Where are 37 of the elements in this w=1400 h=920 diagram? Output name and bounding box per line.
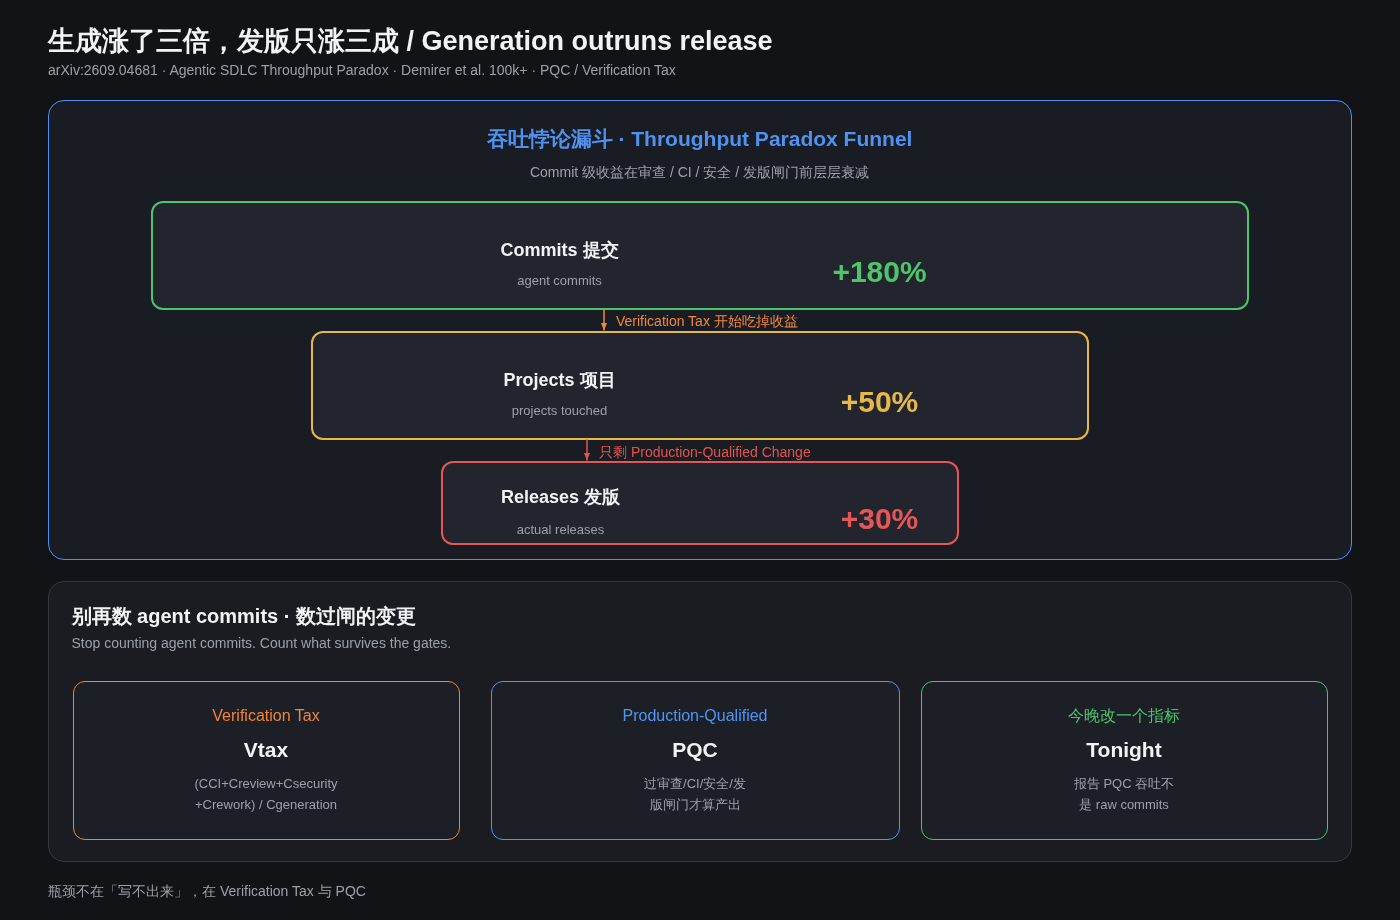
- footer-note: 瓶颈不在「写不出来」，在 Verification Tax 与 PQC: [48, 882, 366, 900]
- card-label: 今晚改一个指标: [1068, 706, 1180, 726]
- subtitle: arXiv:2609.04681 · Agentic SDLC Throughput Paradox · Demirer et al. 100k+ · PQC / Verification Tax: [48, 61, 676, 79]
- stage-subtitle: actual releases: [516, 521, 605, 538]
- panel-heading: 吞吐悖论漏斗 · Throughput Paradox Funnel: [486, 126, 913, 152]
- funnel-panel: [48, 100, 1352, 560]
- card-label: Verification Tax: [212, 706, 320, 726]
- card-title: PQC: [672, 737, 718, 763]
- stage-box: [440, 460, 959, 545]
- stage-subtitle: agent commits: [517, 272, 602, 289]
- panel-subheading: Stop counting agent commits. Count what survives the gates.: [71, 633, 452, 652]
- edge-label: Verification Tax 开始吃掉收益: [616, 312, 798, 330]
- metric-card: [920, 680, 1328, 840]
- card-body: 报告 PQC 吞吐不是 raw commits: [1072, 775, 1176, 814]
- stage-box: [310, 330, 1089, 440]
- card-title: Tonight: [1086, 737, 1162, 763]
- stage-title: Projects 项目: [503, 369, 616, 392]
- metric-card: [72, 680, 460, 840]
- card-label: Production-Qualified: [622, 706, 768, 726]
- metric-card: [490, 680, 900, 840]
- stage-subtitle: projects touched: [511, 402, 608, 419]
- percent-value: +50%: [840, 384, 919, 420]
- card-body: (CCI+Creview+Csecurity+Crework) / Cgeneration: [193, 775, 339, 814]
- summary-panel: [48, 581, 1352, 862]
- stage-title: Releases 发版: [500, 486, 621, 509]
- percent-value: +30%: [840, 501, 919, 537]
- stage-box: [150, 200, 1249, 310]
- card-title: Vtax: [243, 737, 289, 763]
- panel-subheading: Commit 级收益在审查 / CI / 安全 / 发版闸门前层层衰减: [529, 162, 870, 181]
- card-body: 过审查/CI/安全/发版闸门才算产出: [643, 775, 747, 814]
- percent-value: +180%: [832, 254, 927, 290]
- title: 生成涨了三倍，发版只涨三成 / Generation outruns release: [48, 24, 773, 58]
- stage-title: Commits 提交: [500, 239, 619, 262]
- panel-heading: 别再数 agent commits · 数过闸的变更: [71, 603, 416, 629]
- edge-label: 只剩 Production-Qualified Change: [599, 443, 811, 461]
- arrow: [600, 308, 608, 332]
- arrow: [583, 438, 591, 462]
